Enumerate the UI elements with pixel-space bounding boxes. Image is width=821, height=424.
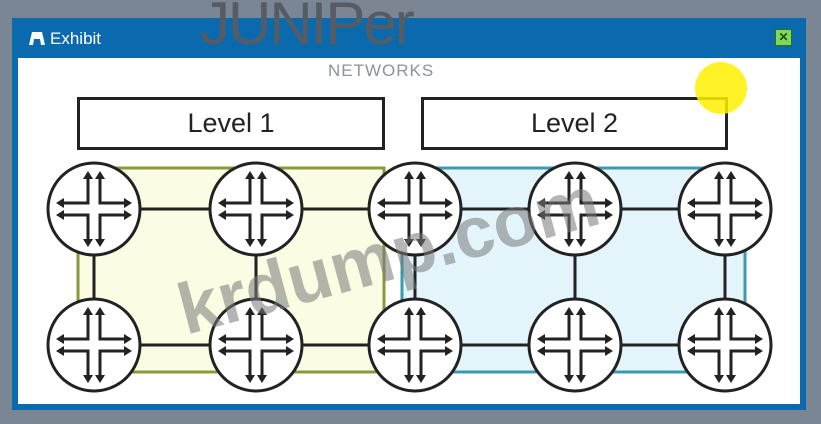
close-button[interactable]: ✕ bbox=[775, 29, 792, 46]
router-icon bbox=[527, 297, 623, 393]
cursor-highlight bbox=[695, 62, 747, 114]
title-bar: Exhibit ✕ bbox=[12, 18, 806, 56]
window-title: Exhibit bbox=[50, 29, 102, 48]
router-icon bbox=[677, 161, 773, 257]
exhibit-icon bbox=[29, 32, 45, 45]
router-icon bbox=[208, 161, 304, 257]
juniper-logo: JUNIPer bbox=[200, 0, 415, 57]
router-icon bbox=[367, 297, 463, 393]
level1-label: Level 1 bbox=[77, 97, 385, 150]
router-icon bbox=[677, 297, 773, 393]
router-icon bbox=[527, 161, 623, 257]
juniper-logo-sub: NETWORKS bbox=[328, 61, 435, 80]
router-icon bbox=[208, 297, 304, 393]
level2-label: Level 2 bbox=[421, 97, 728, 150]
router-icon bbox=[46, 297, 142, 393]
router-icon bbox=[367, 161, 463, 257]
router-icon bbox=[46, 161, 142, 257]
